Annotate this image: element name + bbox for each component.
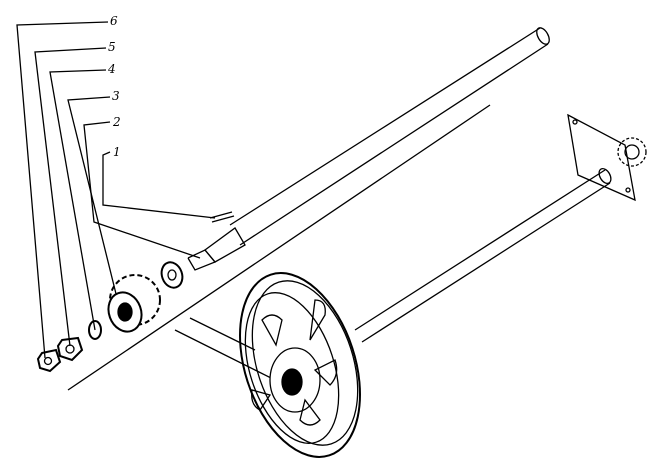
callout-4: 4 [108,62,116,76]
callout-6: 6 [110,14,118,28]
axis-line [67,104,491,391]
callout-3: 3 [112,89,120,103]
nuts [36,336,84,373]
washer [160,261,184,289]
wheel [239,272,361,458]
leader-4 [49,69,107,331]
leader-3 [67,96,121,311]
callout-1: 1 [113,145,121,159]
leader-lines [16,21,491,391]
shaft-tube [187,27,550,271]
leader-1 [102,151,216,219]
callout-2: 2 [113,115,121,129]
sprocket [107,274,161,333]
leader-5 [34,47,107,347]
leader-6 [16,21,109,359]
leader-2 [83,121,201,259]
axle [354,167,612,343]
mounting-plate [567,113,647,202]
spring-washer [88,320,102,340]
callout-5: 5 [108,40,116,54]
